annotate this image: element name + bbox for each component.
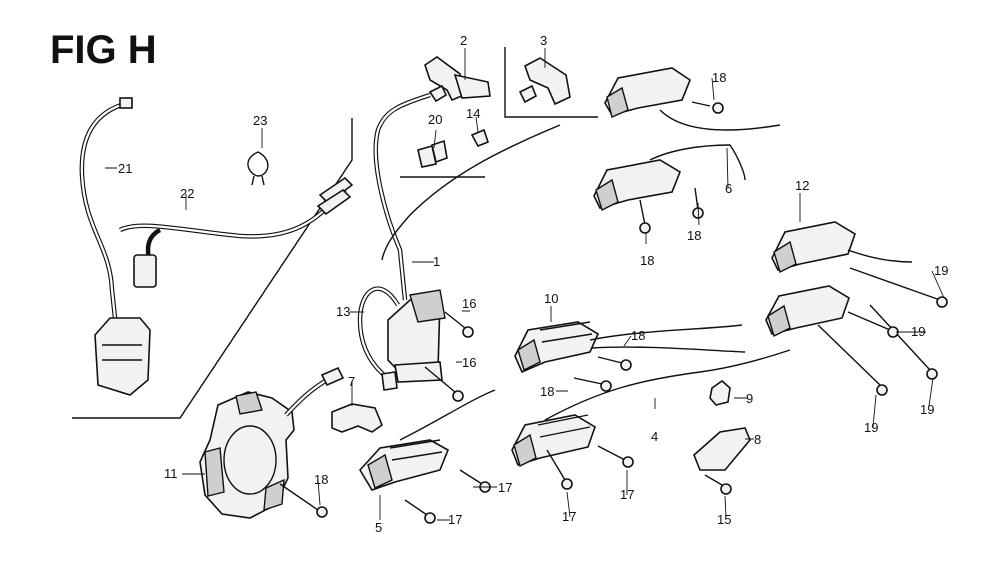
small-clips	[417, 128, 489, 168]
callout-11: 11	[164, 466, 178, 481]
callout-15: 15	[717, 512, 731, 527]
callout-17a: 17	[498, 480, 512, 495]
callout-18c: 18	[640, 253, 654, 268]
callout-18a: 18	[712, 70, 726, 85]
coil-center	[514, 321, 746, 374]
callout-9: 9	[746, 391, 753, 406]
callout-16a: 16	[462, 296, 476, 311]
callout-18f: 18	[314, 472, 328, 487]
callout-17b: 17	[448, 512, 462, 527]
callout-1: 1	[433, 254, 440, 269]
callout-22: 22	[180, 186, 194, 201]
ignition-coil	[357, 92, 561, 391]
bracket	[331, 403, 383, 433]
wire-harness	[79, 97, 354, 396]
callout-10: 10	[544, 291, 558, 306]
leader-lines	[105, 48, 945, 521]
callout-17d: 17	[620, 487, 634, 502]
callout-19b: 19	[911, 324, 925, 339]
callout-2: 2	[460, 33, 467, 48]
callout-3: 3	[540, 33, 547, 48]
callout-14: 14	[466, 106, 480, 121]
callout-5: 5	[375, 520, 382, 535]
callout-19c: 19	[920, 402, 934, 417]
figure-title: FIG H	[50, 28, 157, 72]
callout-13: 13	[336, 304, 350, 319]
callout-4: 4	[651, 429, 658, 444]
callout-18d: 18	[631, 328, 645, 343]
coil-right-pair	[765, 221, 913, 337]
callout-16b: 16	[462, 355, 476, 370]
callout-8: 8	[754, 432, 761, 447]
separator-lines	[72, 47, 598, 419]
callout-20: 20	[428, 112, 442, 127]
callout-19a: 19	[934, 263, 948, 278]
callout-18b: 18	[687, 228, 701, 243]
callout-19d: 19	[864, 420, 878, 435]
callout-7: 7	[348, 374, 355, 389]
coil-upper-pair	[593, 67, 781, 211]
callout-21: 21	[118, 161, 132, 176]
callout-labels: 1 2 3 4 5 6 7 8 9 10 11 12 13 14 15 16 1…	[118, 33, 948, 535]
plate-and-nut	[693, 379, 751, 471]
stator	[199, 366, 345, 519]
callout-23: 23	[253, 113, 267, 128]
coil-lower-center	[511, 349, 791, 468]
coil-lower-left	[359, 389, 496, 491]
bolts	[279, 101, 948, 524]
callout-6: 6	[725, 181, 732, 196]
callout-12: 12	[795, 178, 809, 193]
plug-caps	[424, 56, 571, 106]
cable-tie	[247, 151, 269, 186]
callout-18e: 18	[540, 384, 554, 399]
callout-17c: 17	[562, 509, 576, 524]
